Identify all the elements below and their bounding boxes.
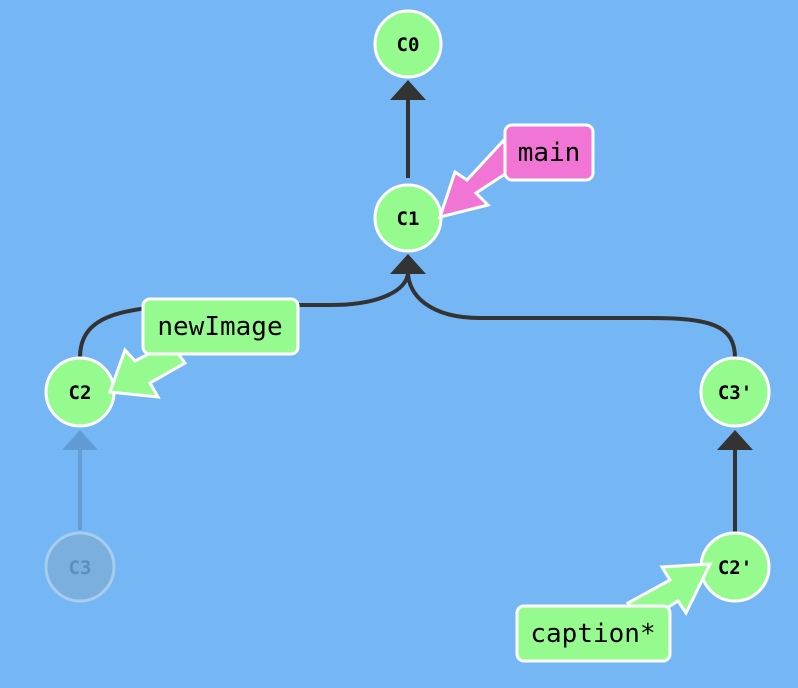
arrowhead-c2-faded [62, 430, 98, 450]
commit-c0[interactable]: C0 [373, 9, 443, 79]
arrowhead-c3p [717, 430, 753, 450]
commit-label: C3 [69, 557, 92, 579]
branch-newimage[interactable]: newImage [141, 297, 300, 356]
commit-circle [44, 531, 116, 603]
commit-circle [373, 9, 443, 79]
commit-circle [699, 356, 771, 428]
edge-c3p-c1 [406, 271, 737, 359]
commit-c3-faded[interactable]: C3 [44, 531, 116, 603]
branch-main-label: main [518, 138, 581, 168]
newimage-pointer-arrow [107, 341, 188, 399]
commit-label: C1 [397, 208, 420, 230]
branch-newimage-label: newImage [157, 312, 282, 342]
branch-main[interactable]: main [503, 123, 595, 182]
branch-main-box [503, 123, 595, 182]
commit-label: C3' [718, 382, 752, 404]
branch-caption-label: caption* [530, 619, 655, 649]
arrowhead-c1 [390, 254, 426, 274]
commit-c2[interactable]: C2 [44, 356, 116, 428]
commit-label: C2' [718, 557, 752, 579]
commit-c2-prime[interactable]: C2' [699, 531, 771, 603]
arrowhead-c0 [390, 80, 426, 100]
commit-label: C2 [69, 382, 92, 404]
commit-label: C0 [397, 34, 420, 56]
branch-newimage-box [141, 297, 300, 356]
commit-c1[interactable]: C1 [373, 183, 443, 253]
branch-caption-box [515, 604, 672, 663]
commit-c3-prime[interactable]: C3' [699, 356, 771, 428]
branch-caption[interactable]: caption* [515, 604, 672, 663]
arrowheads [62, 80, 753, 450]
